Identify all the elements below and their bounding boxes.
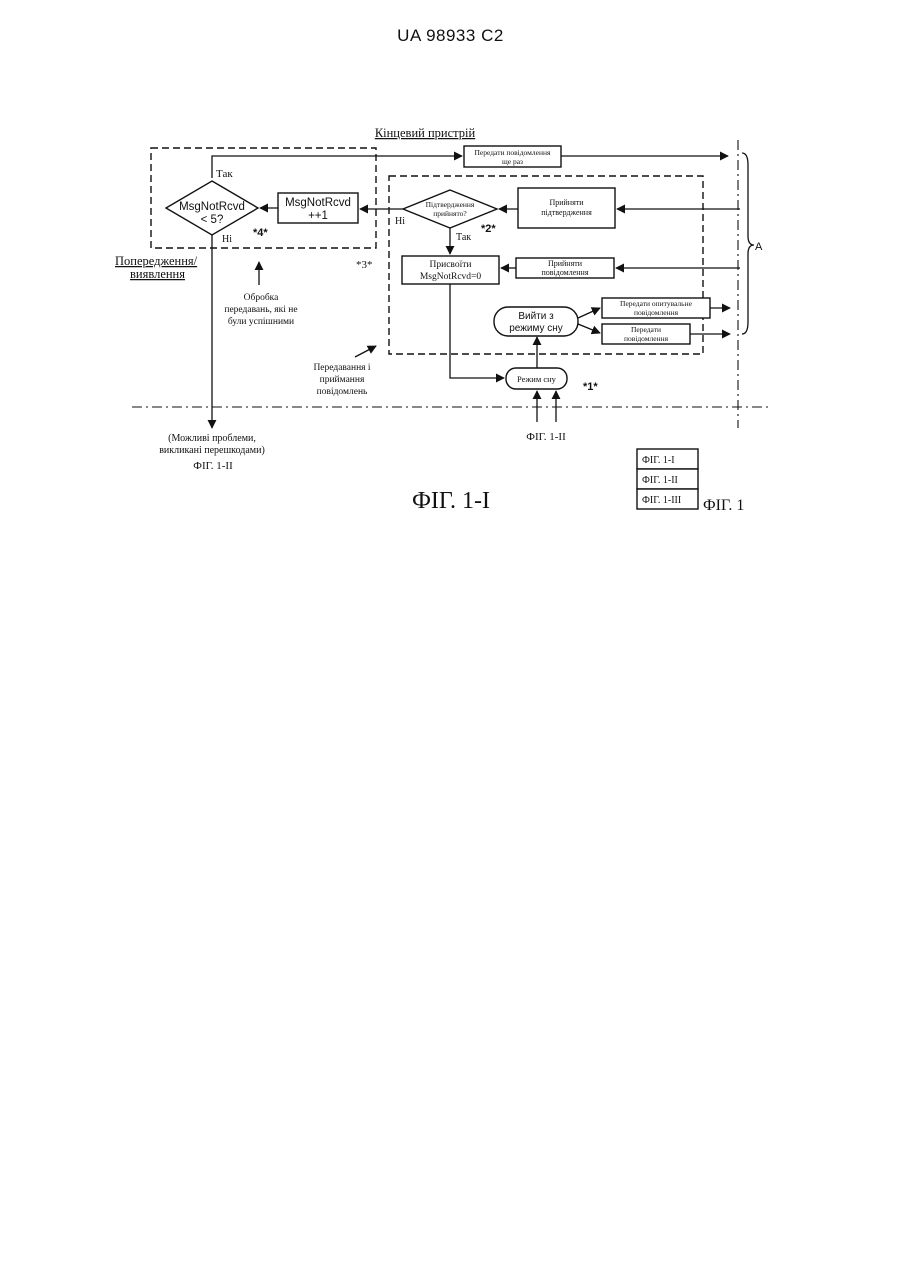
sleep-mode-text: Режим сну [517,374,557,384]
increment-text-1: MsgNotRcvd [285,197,351,209]
send-text-2: повідомлення [624,334,669,343]
processing-text-3: були успішними [228,316,294,327]
assign-text-1: Присвоїти [430,260,472,270]
count-decision-text-1: MsgNotRcvd [179,201,245,213]
count-decision-text-2: < 5? [201,214,224,226]
marker-4: *4* [253,227,268,239]
warning-label-line2: виявлення [130,267,185,281]
ack-decision-text-1: Підтвердження [426,200,475,209]
ack-decision-text-2: прийнято? [433,209,467,218]
receive-msg-text-2: повідомлення [541,268,588,277]
assign-text-2: MsgNotRcvd=0 [420,272,482,282]
retransmit-text-2: ще раз [502,157,523,166]
wake-to-send-arrow [578,324,600,333]
warning-label-line1: Попередження/ [115,254,198,268]
processing-text-1: Обробка [244,292,279,303]
problems-text-1: (Можливі проблеми, [168,433,256,444]
poll-text-1: Передати опитувальне [620,299,693,308]
marker-3: *3* [356,259,373,271]
brace-a [742,153,754,334]
left-ref-label: ФІГ. 1-II [193,460,233,472]
txrx-pointer-arrow [355,346,376,357]
send-text-1: Передати [631,325,661,334]
legend-label: ФІГ. 1 [703,497,744,514]
yes-path-line [212,156,462,178]
yes-label-ack: Так [456,232,471,243]
end-device-label: Кінцевий пристрій [375,126,476,140]
poll-text-2: повідомлення [634,308,679,317]
bottom-ref-label: ФІГ. 1-II [526,431,566,443]
no-label-ack: Ні [395,216,405,227]
assign-to-sleep-line [450,284,504,378]
wake-text-1: Вийти з [518,311,554,322]
figure-title: ФІГ. 1-I [412,488,490,514]
marker-1: *1* [583,381,598,393]
processing-text-2: передавань, які не [224,305,297,315]
increment-text-2: ++1 [308,210,328,222]
problems-text-2: викликані перешкодами) [159,445,265,456]
wake-to-poll-arrow [578,308,600,318]
no-label-bottom: Ні [222,234,232,245]
receive-ack-text-2: підтвердження [541,208,592,217]
legend-item-2: ФІГ. 1-II [642,475,678,486]
receive-ack-text-1: Прийняти [549,198,584,207]
wake-text-2: режиму сну [509,323,563,334]
txrx-text-3: повідомлень [317,387,368,397]
brace-a-label: A [755,241,763,253]
txrx-text-1: Передавання і [313,363,370,373]
legend-item-3: ФІГ. 1-III [642,495,681,506]
yes-label-top: Так [216,168,233,180]
receive-msg-text-1: Прийняти [548,259,583,268]
retransmit-text-1: Передати повідомлення [475,148,551,157]
marker-2: *2* [481,223,496,235]
txrx-text-2: приймання [320,374,365,385]
legend-item-1: ФІГ. 1-I [642,455,675,466]
